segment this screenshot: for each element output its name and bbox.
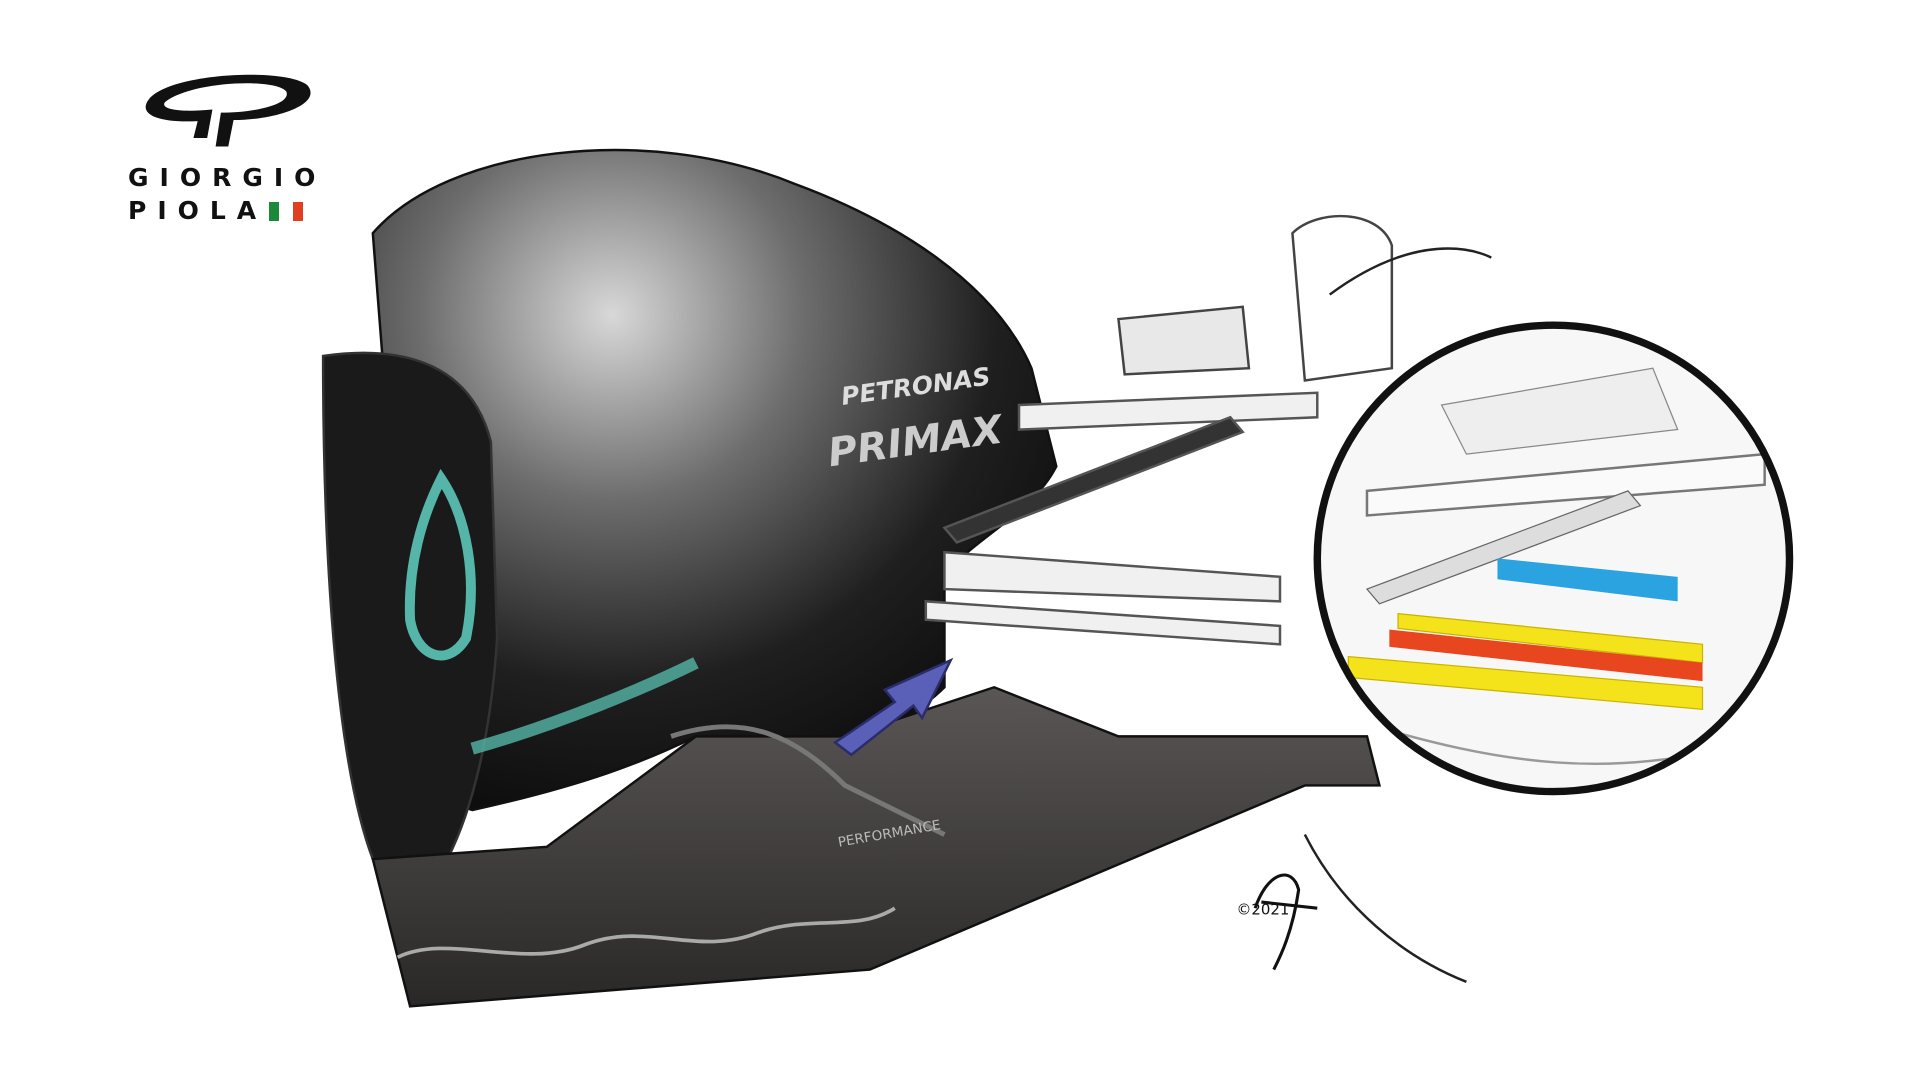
artist-signature: ©2021 (1237, 873, 1318, 971)
airflow-arrow (832, 657, 954, 757)
logo-line2: PIOLA (128, 196, 268, 225)
highlight-blue (1497, 558, 1678, 602)
car-body: PETRONAS PRIMAX PERFORMANCE (321, 148, 1492, 1008)
flag-green (269, 202, 280, 221)
detail-inset (1313, 321, 1794, 796)
flag-white (281, 202, 292, 221)
logo-line1: GIORGIO (128, 163, 327, 192)
flag-red (293, 202, 304, 221)
signature-text: ©2021 (1237, 901, 1290, 918)
giorgio-piola-logo: GIORGIO PIOLA (128, 62, 328, 227)
gp-monogram-icon (145, 74, 311, 147)
highlight-red (1389, 629, 1703, 682)
